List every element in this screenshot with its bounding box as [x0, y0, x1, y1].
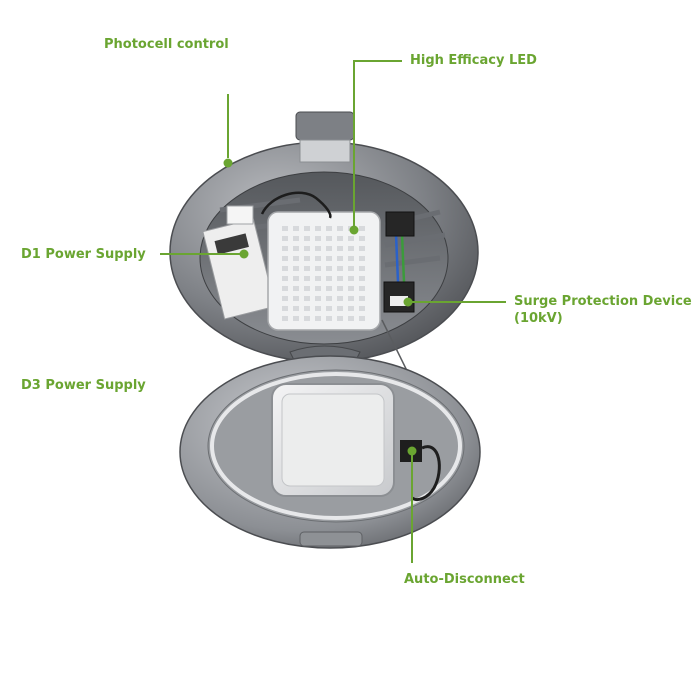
- led-chip: [293, 296, 299, 301]
- led-chip: [337, 306, 343, 311]
- led-chip: [282, 286, 288, 291]
- led-chip: [348, 256, 354, 261]
- led-chip: [282, 306, 288, 311]
- led-chip: [304, 286, 310, 291]
- led-chip: [315, 306, 321, 311]
- led-chip: [315, 266, 321, 271]
- lower-housing: [179, 355, 481, 549]
- led-chip: [337, 286, 343, 291]
- led-chip: [337, 256, 343, 261]
- photocell-socket: [295, 111, 355, 163]
- led-chip: [359, 306, 365, 311]
- led-chip: [304, 296, 310, 301]
- led-chip: [337, 296, 343, 301]
- led-chip: [304, 236, 310, 241]
- callout-high-efficacy-led: High Efficacy LED: [410, 53, 537, 68]
- led-chip: [348, 266, 354, 271]
- led-chip: [337, 246, 343, 251]
- terminal-block: [385, 211, 415, 237]
- led-chip: [359, 316, 365, 321]
- led-chip: [315, 256, 321, 261]
- led-chip: [315, 246, 321, 251]
- led-chip: [304, 306, 310, 311]
- callout-surge-protection-device: Surge Protection Device (10kV): [514, 293, 692, 327]
- led-chip: [359, 226, 365, 231]
- led-chip: [326, 266, 332, 271]
- led-chip: [304, 266, 310, 271]
- callout-d3-power-supply: D3 Power Supply: [21, 378, 146, 393]
- led-chip: [282, 256, 288, 261]
- led-module: [267, 211, 381, 331]
- callout-photocell-control: Photocell control: [104, 37, 229, 52]
- led-chip: [326, 296, 332, 301]
- led-chip: [359, 286, 365, 291]
- led-chip: [348, 306, 354, 311]
- led-chip: [315, 276, 321, 281]
- led-chip: [348, 276, 354, 281]
- led-chip: [348, 296, 354, 301]
- callout-auto-disconnect: Auto-Disconnect: [404, 572, 525, 587]
- leader-lines: [160, 60, 506, 563]
- led-chip: [359, 296, 365, 301]
- led-chip: [282, 316, 288, 321]
- led-chip: [326, 246, 332, 251]
- led-chip: [282, 246, 288, 251]
- led-chip: [348, 316, 354, 321]
- led-chip: [304, 256, 310, 261]
- led-chip: [337, 266, 343, 271]
- led-chip: [337, 276, 343, 281]
- led-chip: [282, 296, 288, 301]
- led-chip: [326, 286, 332, 291]
- d1-power-supply-unit: [202, 205, 276, 320]
- led-chip: [282, 276, 288, 281]
- led-chip: [293, 256, 299, 261]
- led-chip: [293, 266, 299, 271]
- led-chip: [304, 226, 310, 231]
- led-chip: [348, 246, 354, 251]
- led-chip: [304, 316, 310, 321]
- led-chip: [326, 226, 332, 231]
- led-chip: [326, 256, 332, 261]
- callout-d1-power-supply: D1 Power Supply: [21, 247, 146, 262]
- callout-surge-line2: (10kV): [514, 311, 563, 326]
- led-chip: [337, 316, 343, 321]
- led-chip: [326, 306, 332, 311]
- led-chip: [282, 226, 288, 231]
- led-chip: [315, 236, 321, 241]
- led-chip: [293, 246, 299, 251]
- led-chip: [304, 276, 310, 281]
- led-chip: [304, 246, 310, 251]
- surge-protection-unit: [383, 281, 415, 313]
- led-chip: [337, 226, 343, 231]
- led-chip: [326, 276, 332, 281]
- led-chip: [293, 316, 299, 321]
- led-chip: [282, 266, 288, 271]
- led-chip: [282, 236, 288, 241]
- led-chip: [348, 236, 354, 241]
- led-chip: [315, 316, 321, 321]
- led-chip: [293, 286, 299, 291]
- led-chip: [326, 316, 332, 321]
- led-chip: [359, 266, 365, 271]
- led-chip: [315, 286, 321, 291]
- led-chip: [337, 236, 343, 241]
- led-chip: [359, 236, 365, 241]
- led-chip: [293, 276, 299, 281]
- led-chip: [315, 296, 321, 301]
- led-chip: [293, 306, 299, 311]
- led-chip: [359, 246, 365, 251]
- callout-surge-line1: Surge Protection Device: [514, 294, 692, 309]
- led-chip: [293, 236, 299, 241]
- led-chip: [359, 256, 365, 261]
- led-chip: [359, 276, 365, 281]
- led-chip: [293, 226, 299, 231]
- led-chip-array: [282, 226, 365, 321]
- leader-led: [353, 60, 402, 226]
- led-chip: [315, 226, 321, 231]
- led-chip: [326, 236, 332, 241]
- led-chip: [348, 286, 354, 291]
